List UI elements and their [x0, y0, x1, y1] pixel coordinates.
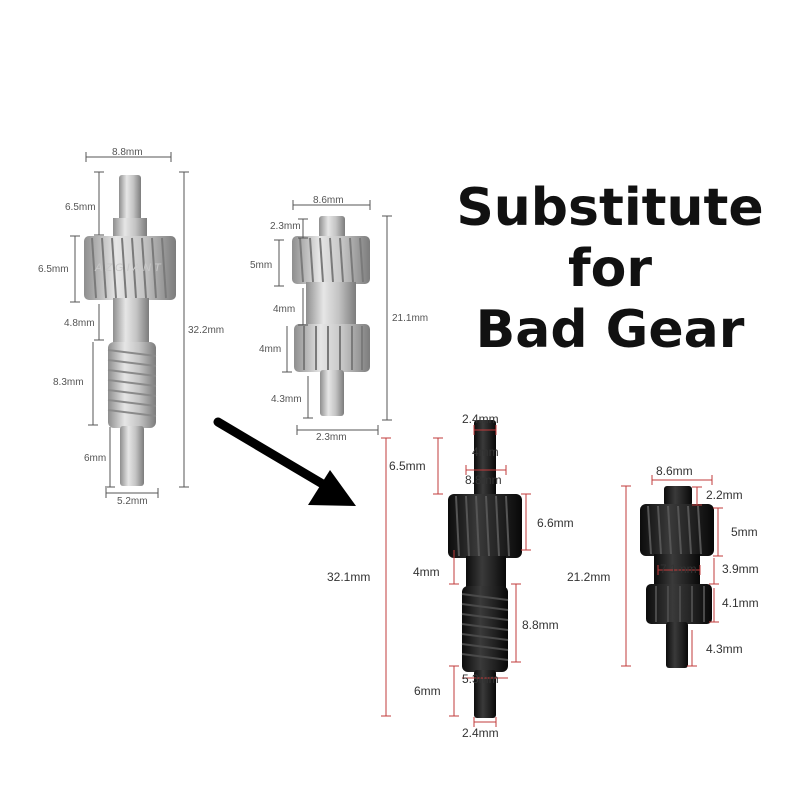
- repl-short-top-width: 8.6mm: [656, 464, 693, 478]
- orig-short-lower-gear: 4mm: [259, 344, 282, 355]
- repl-short-lower-gear: 4.1mm: [722, 596, 759, 610]
- repl-long-gear-length: 6.6mm: [537, 516, 574, 530]
- replacement-long-gear-image: [448, 420, 522, 718]
- repl-long-worm: 8.8mm: [522, 618, 559, 632]
- repl-short-top-shaft: 2.2mm: [706, 488, 743, 502]
- repl-short-middle-width: 7.1mm: [660, 562, 697, 576]
- watermark-text: AZGIANT: [95, 262, 164, 274]
- orig-long-neck: 4.8mm: [64, 318, 95, 329]
- headline-line-3: Bad Gear: [475, 300, 745, 360]
- replacement-short-gear-image: [640, 486, 714, 668]
- headline-line-2: for: [568, 239, 652, 299]
- original-short-dimension-lines: [274, 200, 392, 435]
- orig-long-bottom-width: 5.2mm: [117, 496, 148, 507]
- repl-short-overall: 21.2mm: [567, 570, 611, 584]
- repl-long-inner-b: 8.8mm: [465, 473, 502, 487]
- repl-short-upper-gear: 5mm: [731, 525, 758, 539]
- original-long-dimension-lines: [70, 152, 189, 498]
- orig-long-overall: 32.2mm: [188, 325, 225, 336]
- orig-short-top-width: 8.6mm: [313, 195, 344, 206]
- replacement-long-dimension-lines: [381, 425, 531, 727]
- headline: Substitute for Bad Gear: [430, 178, 790, 361]
- original-short-gear-image: [292, 216, 370, 416]
- orig-long-gear-length: 6.5mm: [38, 264, 69, 275]
- orig-short-upper-gear: 5mm: [250, 260, 273, 271]
- headline-line-1: Substitute: [456, 178, 764, 238]
- orig-long-worm: 8.3mm: [53, 377, 84, 388]
- orig-short-middle: 4mm: [273, 304, 296, 315]
- repl-long-bottom-width: 2.4mm: [462, 726, 499, 740]
- repl-long-inner-a: 4mm: [472, 445, 499, 459]
- repl-short-bottom-shaft: 4.3mm: [706, 642, 743, 656]
- original-long-gear-image: [84, 175, 176, 486]
- orig-short-bottom-shaft: 4.3mm: [271, 394, 302, 405]
- orig-long-top-width: 8.8mm: [112, 147, 143, 158]
- orig-short-top-shaft: 2.3mm: [270, 221, 301, 232]
- orig-short-overall: 21.1mm: [392, 313, 429, 324]
- orig-short-bottom-width: 2.3mm: [316, 432, 347, 443]
- replacement-short-dimension-lines: [621, 475, 723, 667]
- repl-long-shaft-top: 6.5mm: [389, 459, 426, 473]
- arrow: [213, 417, 356, 506]
- repl-long-top-width: 2.4mm: [462, 412, 499, 426]
- orig-long-shaft-top: 6.5mm: [65, 202, 96, 213]
- repl-long-overall: 32.1mm: [327, 570, 371, 584]
- repl-long-neck: 4mm: [413, 565, 440, 579]
- repl-long-worm-width: 5.3mm: [462, 672, 499, 686]
- orig-long-bottom-shaft: 6mm: [84, 453, 107, 464]
- repl-long-bottom-shaft: 6mm: [414, 684, 441, 698]
- repl-short-middle: 3.9mm: [722, 562, 759, 576]
